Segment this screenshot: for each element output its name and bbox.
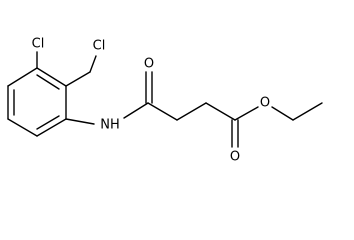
bond-ch2-ch3 — [292, 102, 323, 121]
bond-c-cl-lower — [65, 71, 91, 87]
ring-bond-4 — [36, 118, 67, 137]
ester-ether-o-label: O — [260, 96, 270, 111]
bond-o-ch2 — [271, 106, 294, 121]
ring-bond-1 — [7, 67, 38, 87]
amide-nh-label: NH — [100, 118, 120, 133]
chemical-structure-diagram: Cl Cl NH O O O — [7, 37, 323, 165]
bond-chain-3 — [205, 102, 236, 121]
bond-chain-1 — [147, 102, 178, 121]
ring-bond-6 — [36, 67, 67, 87]
amide-o-label: O — [144, 57, 154, 72]
bond-cl-lower-stem — [89, 55, 97, 73]
ring-double-bond-inner-2 — [36, 115, 60, 130]
benzene-ring — [7, 67, 67, 137]
bond-nh-carbonyl — [123, 102, 149, 119]
ester-carbonyl-o-label: O — [230, 150, 240, 165]
cl-upper-label: Cl — [32, 37, 45, 52]
bond-chain-2 — [176, 102, 207, 121]
bond-ester-o — [234, 106, 259, 121]
ring-bond-3 — [7, 118, 38, 137]
ring-double-bond-inner-3 — [36, 74, 60, 90]
cl-lower-label: Cl — [93, 39, 106, 54]
bond-ring-nh — [65, 118, 95, 125]
